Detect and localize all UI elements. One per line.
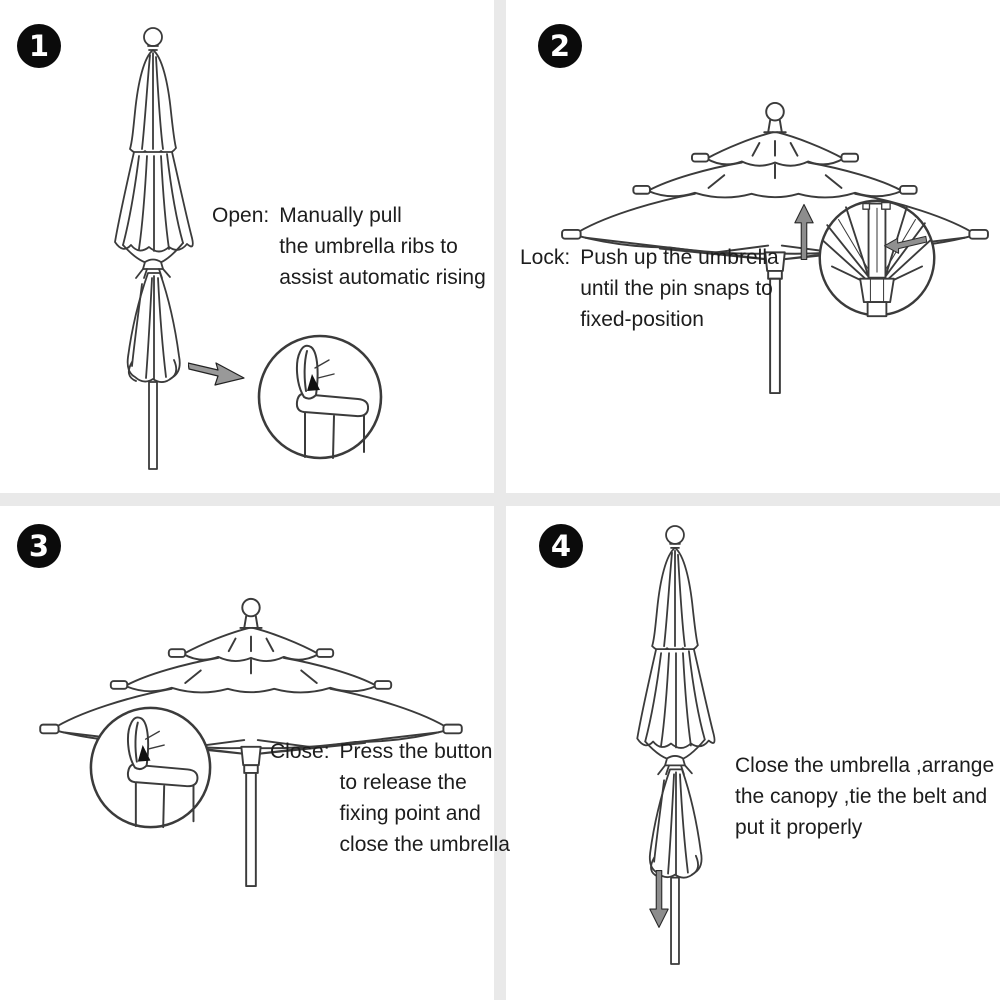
step-action-label: Open: — [212, 204, 270, 227]
instruction-line: to release the — [339, 771, 467, 794]
step-number-badge: 1 — [17, 24, 61, 68]
instruction-line: Push up the umbrella — [580, 246, 779, 269]
step-number-badge: 3 — [17, 524, 61, 568]
instruction-line: fixed-position — [580, 308, 704, 331]
step-instruction: Close the umbrella ,arrange the canopy ,… — [735, 750, 994, 843]
instruction-line: Manually pull — [279, 204, 402, 227]
instruction-line: until the pin snaps to — [580, 277, 773, 300]
step-number-badge: 2 — [538, 24, 582, 68]
step-4-panel: 4 Close the umbrella ,arrange the canopy… — [506, 506, 1000, 1000]
step-instruction: Open: Manually pull the umbrella ribs to… — [212, 200, 486, 293]
step-number: 2 — [549, 29, 571, 63]
instruction-line: put it properly — [735, 816, 863, 839]
magnifier-release-button-detail — [87, 704, 214, 831]
closed-umbrella-drawing — [108, 26, 198, 471]
instruction-line: close the umbrella — [339, 833, 510, 856]
up-arrow-icon — [793, 202, 815, 262]
instruction-line: assist automatic rising — [279, 266, 486, 289]
closed-umbrella-drawing — [630, 524, 720, 966]
step-2-panel: 2 Lock: Push up the umbrella until the p… — [506, 0, 1000, 493]
step-instruction: Lock: Push up the umbrella until the pin… — [520, 242, 779, 335]
step-number: 3 — [28, 529, 50, 563]
step-action-label: Close: — [270, 740, 330, 763]
instruction-line: the canopy ,tie the belt and — [735, 785, 988, 808]
step-action-label: Lock: — [520, 246, 571, 269]
horizontal-divider — [0, 493, 1000, 506]
down-arrow-icon — [648, 868, 670, 930]
instruction-line: Press the button — [339, 740, 493, 763]
instruction-line: fixing point and — [339, 802, 481, 825]
magnifier-hub-pin-detail — [816, 197, 938, 319]
step-3-panel: 3 Close: Press the button to release the… — [0, 506, 510, 1000]
instruction-line: the umbrella ribs to — [279, 235, 458, 258]
step-number-badge: 4 — [539, 524, 583, 568]
step-number: 1 — [28, 29, 50, 63]
instruction-line: Close the umbrella ,arrange — [735, 754, 995, 777]
diagonal-arrow-icon — [188, 358, 246, 386]
step-number: 4 — [550, 529, 572, 563]
step-1-panel: 1 Open: Manually pull the umbrella ribs … — [0, 0, 494, 493]
step-instruction: Close: Press the button to release the f… — [270, 736, 510, 860]
magnifier-release-button-detail — [255, 332, 385, 462]
